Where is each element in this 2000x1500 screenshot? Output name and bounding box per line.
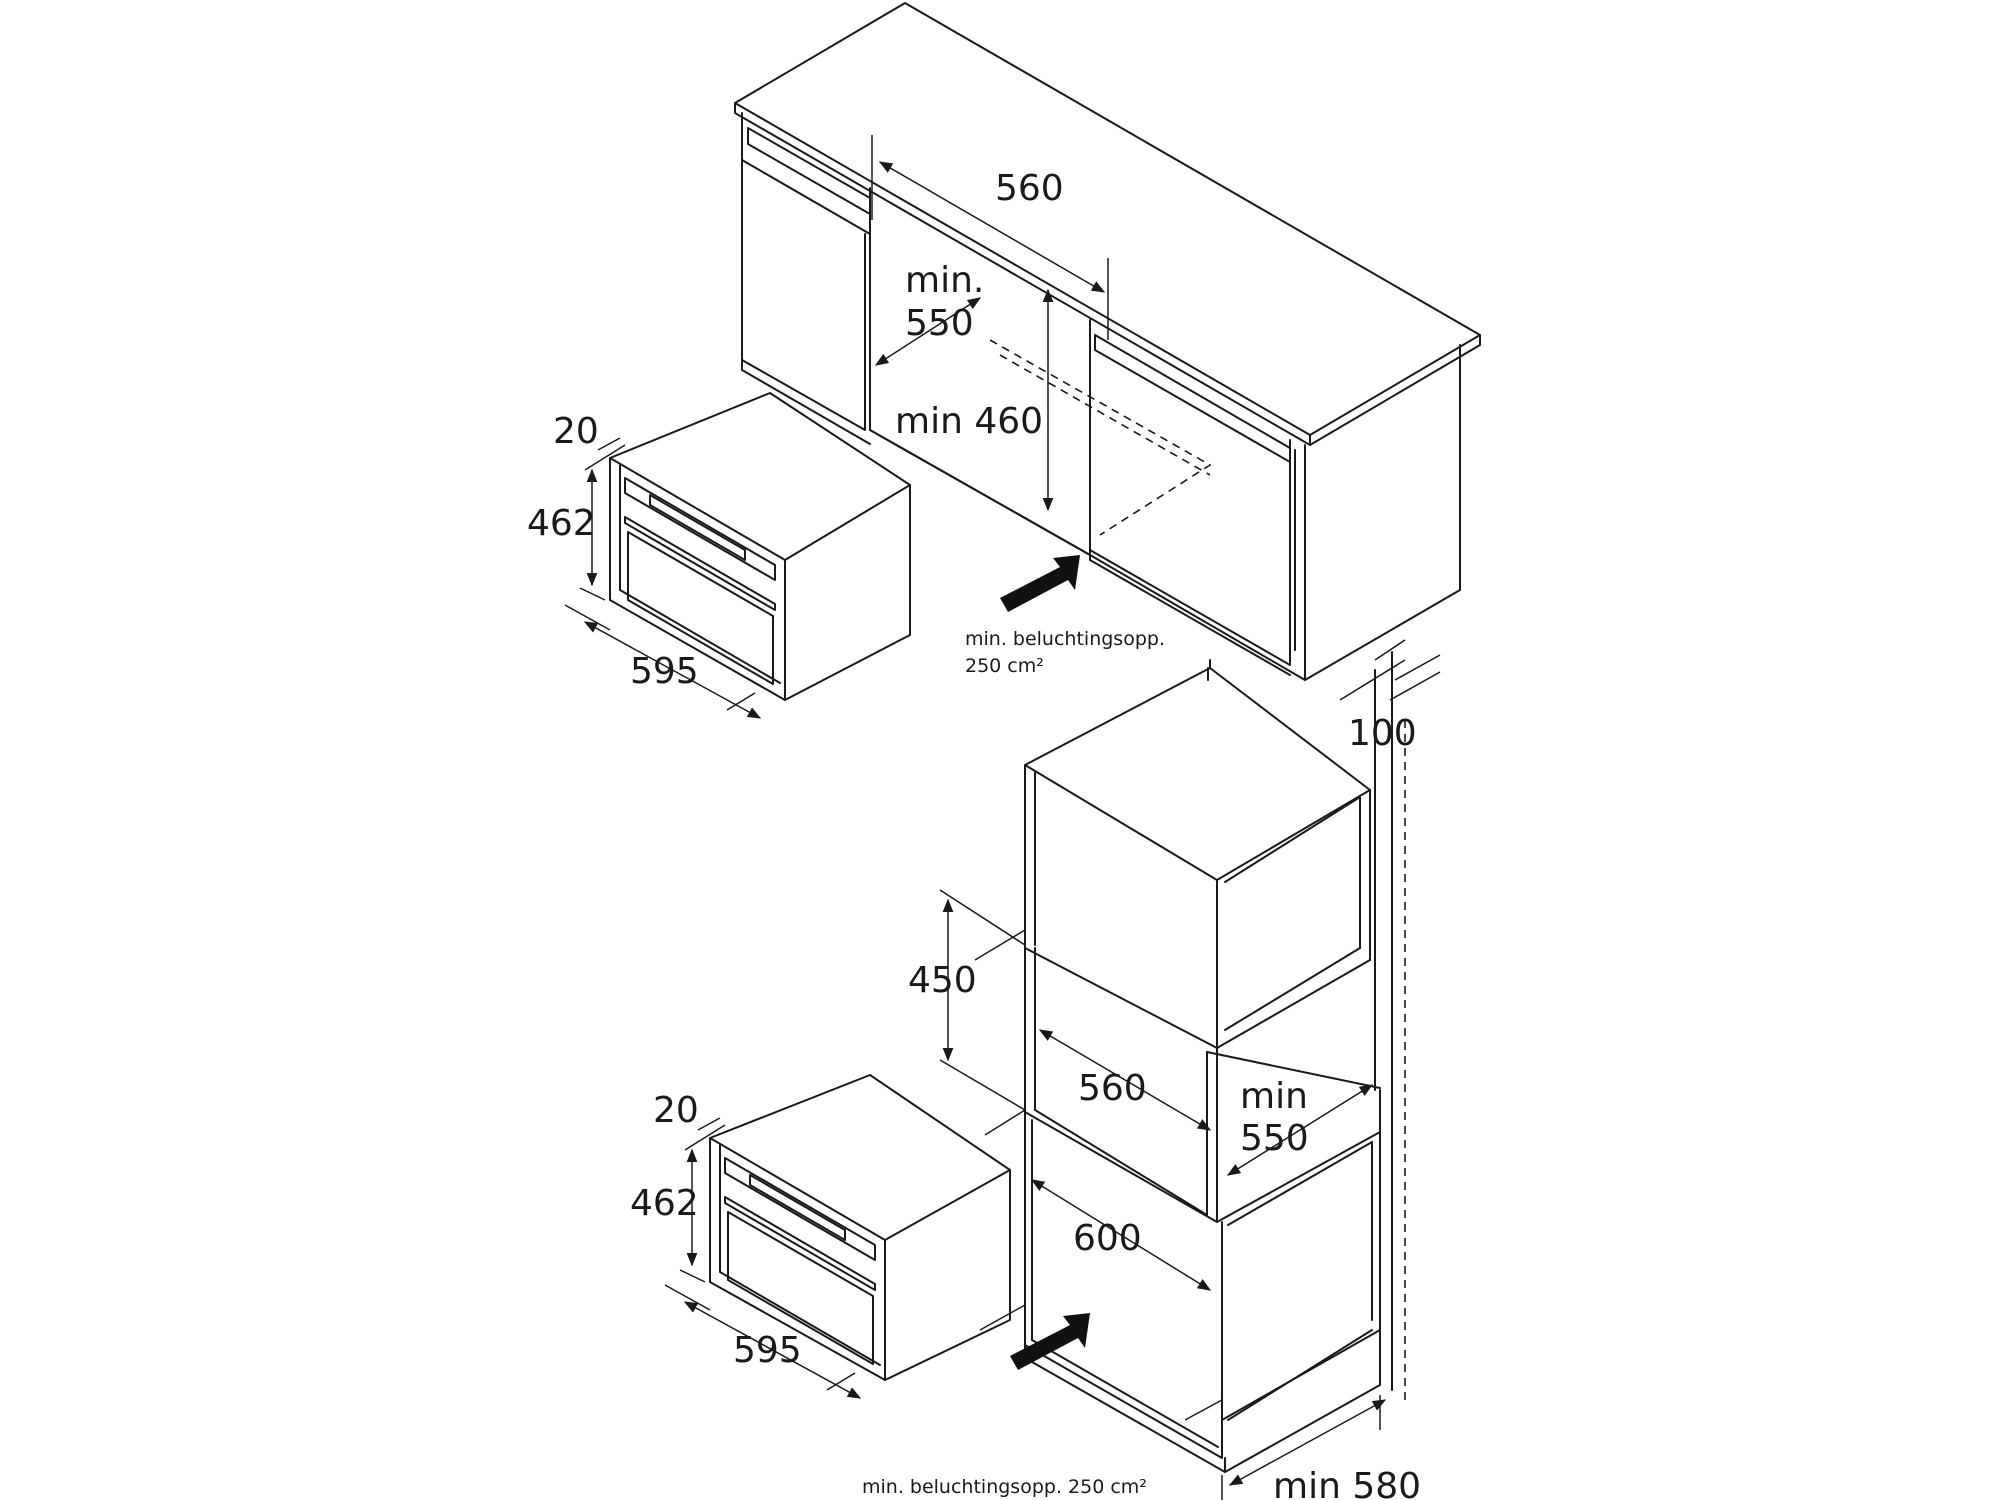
oven-top-dim-lines: [564, 437, 762, 719]
oven-top-dim-frame: 20: [553, 411, 599, 452]
vent-note-bottom: min. beluchtingsopp. 250 cm²: [862, 1476, 1147, 1498]
oven-bottom-dim-lines: [664, 1117, 862, 1399]
dim-niche-depth-line1: min: [1240, 1076, 1308, 1117]
dim-niche-depth-line2: 550: [1240, 1118, 1309, 1159]
tall-cabinet: [1024, 651, 1393, 1473]
dim-cutout-height: min 460: [895, 401, 1043, 442]
oven-top-dim-height: 462: [527, 503, 596, 544]
dim-cabinet-width: 600: [1073, 1218, 1142, 1259]
dim-cutout-depth-line1: min.: [905, 260, 984, 301]
dim-cutout-width: 560: [995, 168, 1064, 209]
top-dimension-lines: [871, 135, 1109, 512]
dim-niche-width: 560: [1078, 1068, 1147, 1109]
dim-cutout-depth-line2: 550: [905, 303, 974, 344]
dim-top-gap: 100: [1348, 713, 1417, 754]
dim-niche-height: 450: [908, 960, 977, 1001]
oven-bottom-dim-height: 462: [630, 1183, 699, 1224]
oven-top-dim-width: 595: [630, 651, 699, 692]
vent-note-top-line2: 250 cm²: [965, 655, 1044, 677]
oven-bottom-dim-frame: 20: [653, 1090, 699, 1131]
vent-note-top-line1: min. beluchtingsopp.: [965, 628, 1165, 650]
vent-arrow-top: [1000, 555, 1080, 612]
vent-arrow-bottom: [1010, 1313, 1090, 1370]
kitchen-counter-unit: [734, 2, 1481, 681]
column-dimension-lines: [939, 639, 1441, 1500]
oven-bottom-dim-width: 595: [733, 1330, 802, 1371]
dim-cabinet-depth: min 580: [1273, 1466, 1421, 1500]
cutout-hidden-lines: [989, 339, 1212, 536]
